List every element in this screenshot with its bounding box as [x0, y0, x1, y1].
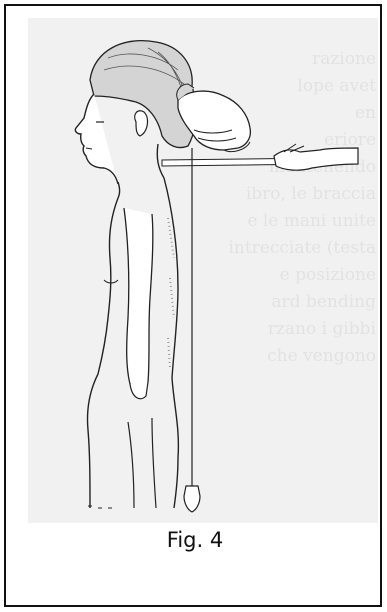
ear	[135, 111, 148, 136]
body-front	[87, 198, 118, 508]
arm	[124, 208, 153, 388]
body-back	[164, 178, 178, 508]
face-profile	[75, 94, 118, 184]
neck	[118, 144, 164, 198]
figure-caption: Fig. 4	[6, 528, 384, 552]
plumb-line-posture-illustration	[28, 18, 378, 523]
leg-line	[128, 418, 156, 508]
plumb-bob	[184, 486, 200, 512]
examiner-second-hand	[274, 148, 358, 170]
figure-illustration-area: razione lope avet en eriore mantenendo i…	[28, 18, 378, 523]
figure-frame: razione lope avet en eriore mantenendo i…	[4, 4, 382, 607]
